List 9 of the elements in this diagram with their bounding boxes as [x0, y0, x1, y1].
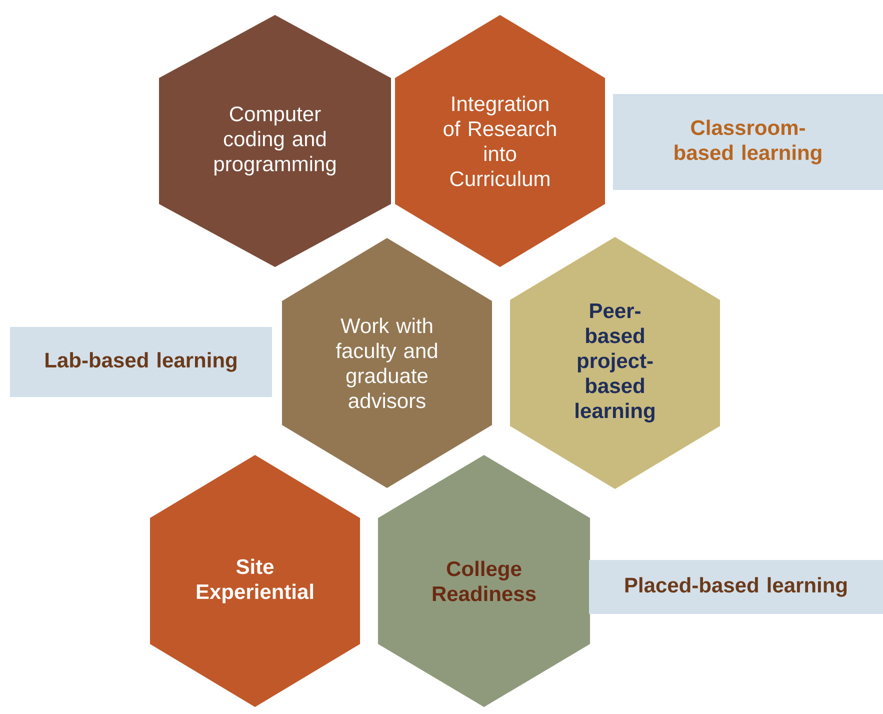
- hexagon: Site Experiential: [150, 455, 360, 707]
- hexagon: Work with faculty and graduate advisors: [282, 238, 492, 488]
- hexagon: College Readiness: [378, 455, 590, 707]
- label-box: Classroom-based learning: [613, 94, 883, 190]
- label-box: Lab-based learning: [10, 327, 272, 397]
- hexagon: Integration of Research into Curriculum: [395, 15, 605, 267]
- label-box: Placed-based learning: [589, 560, 883, 614]
- hexagon: Computer coding and programming: [159, 15, 391, 267]
- hexagon: Peer-based project-based learning: [510, 237, 720, 489]
